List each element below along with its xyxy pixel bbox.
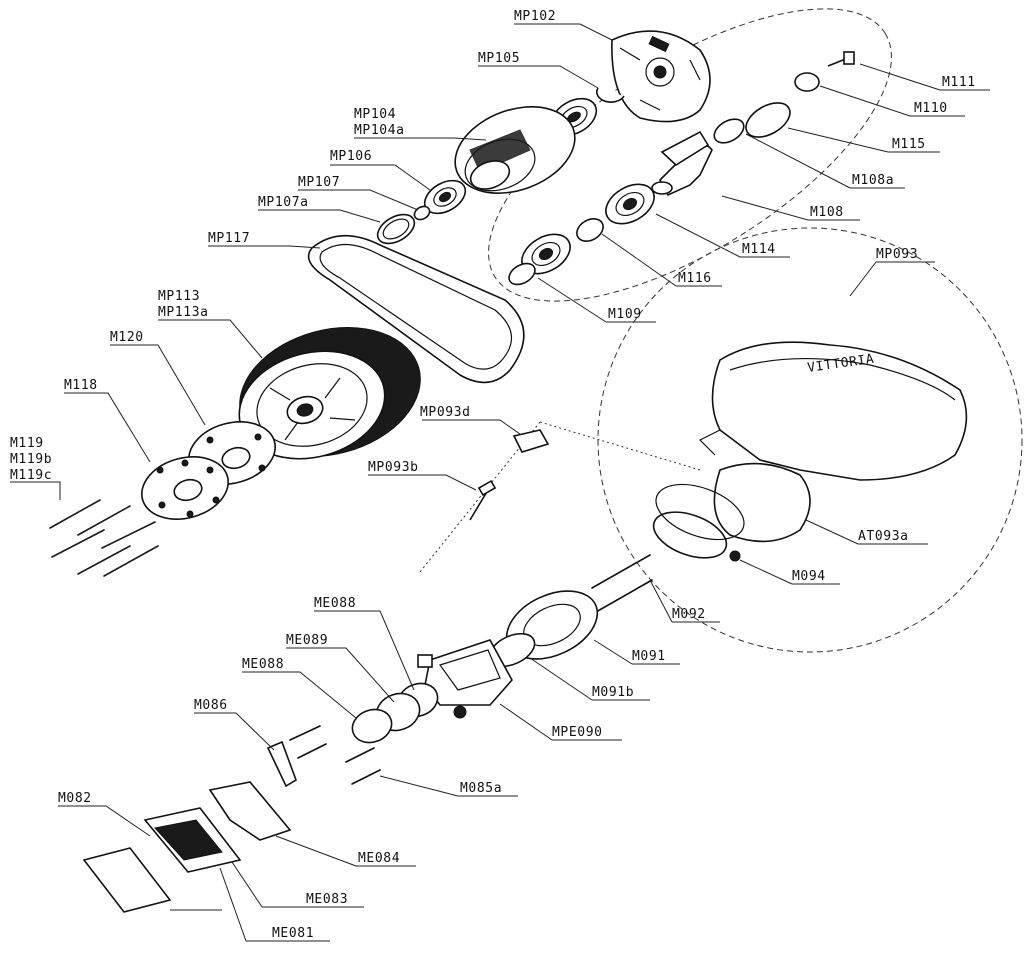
shim-ring-part [713,118,745,144]
clutch-part [611,30,711,123]
label-mp113: MP113 [158,289,200,304]
gasket-base-part [82,847,172,913]
seal-ring-part [508,262,536,286]
label-me089: ME089 [286,633,328,648]
label-mp093b: MP093b [368,460,419,475]
circlip-part [745,102,791,138]
label-me088-top: ME088 [314,596,356,611]
long-bolts-part [591,554,653,613]
leader-lines [10,23,990,942]
label-m111: M111 [942,75,976,90]
bracket-part [266,740,297,788]
spacer-part [576,218,604,242]
label-me088-bottom: ME088 [242,657,284,672]
label-m119c: M119c [10,468,52,483]
label-m119b: M119b [10,452,52,467]
label-me081: ME081 [272,926,314,941]
label-mp102: MP102 [514,9,556,24]
bearing-part [521,233,571,275]
airbox-group-outline [597,227,1023,653]
airbox-alignment-line [419,421,701,573]
clip-part [512,429,550,453]
label-m082: M082 [58,791,92,806]
label-mp117: MP117 [208,231,250,246]
assembly-group-outline [488,8,892,302]
label-m118: M118 [64,378,98,393]
label-mp093d: MP093d [420,405,471,420]
label-m091b: M091b [592,685,634,700]
screws-part [289,725,381,785]
plate-part [140,456,230,520]
label-m116: M116 [678,271,712,286]
label-m119: M119 [10,436,44,451]
label-m108a: M108a [852,173,894,188]
washer-part [794,72,820,92]
label-m109: M109 [608,307,642,322]
seal-ring-part [376,213,416,245]
label-mp104: MP104 [354,107,396,122]
airbox-part: VITTORIA [652,341,968,562]
reed-valve-part [143,807,242,873]
label-mp104a: MP104a [354,123,405,138]
label-m092: M092 [672,607,706,622]
gasket-part [351,708,393,744]
label-m114: M114 [742,242,776,257]
bolts-part [49,499,159,577]
circlip-part [596,87,625,103]
label-me083: ME083 [306,892,348,907]
label-m108: M108 [810,205,844,220]
label-mp107: MP107 [298,175,340,190]
label-m110: M110 [914,101,948,116]
pulley-part [238,327,421,460]
label-mp105: MP105 [478,51,520,66]
label-mp107a: MP107a [258,195,309,210]
label-mpe090: MPE090 [552,725,603,740]
crank-shaft-part [651,130,713,197]
manifold-part [208,781,292,841]
label-mp093: MP093 [876,247,918,262]
label-m120: M120 [110,330,144,345]
part-labels: MP102 MP105 MP104 MP104a MP106 MP107 MP1… [10,9,976,941]
clutch-drum-part [454,106,576,194]
label-m086: M086 [194,698,228,713]
label-m085a: M085a [460,781,502,796]
label-m094: M094 [792,569,826,584]
label-mp106: MP106 [330,149,372,164]
label-m115: M115 [892,137,926,152]
label-at093a: AT093a [858,529,909,544]
bearing-part [605,183,655,225]
label-mp113a: MP113a [158,305,209,320]
carburetor-part [417,639,513,719]
belt-part [307,234,525,384]
washer-part [413,205,431,221]
bolt-part [827,51,855,67]
screw-part [469,479,497,521]
label-m091: M091 [632,649,666,664]
label-me084: ME084 [358,851,400,866]
